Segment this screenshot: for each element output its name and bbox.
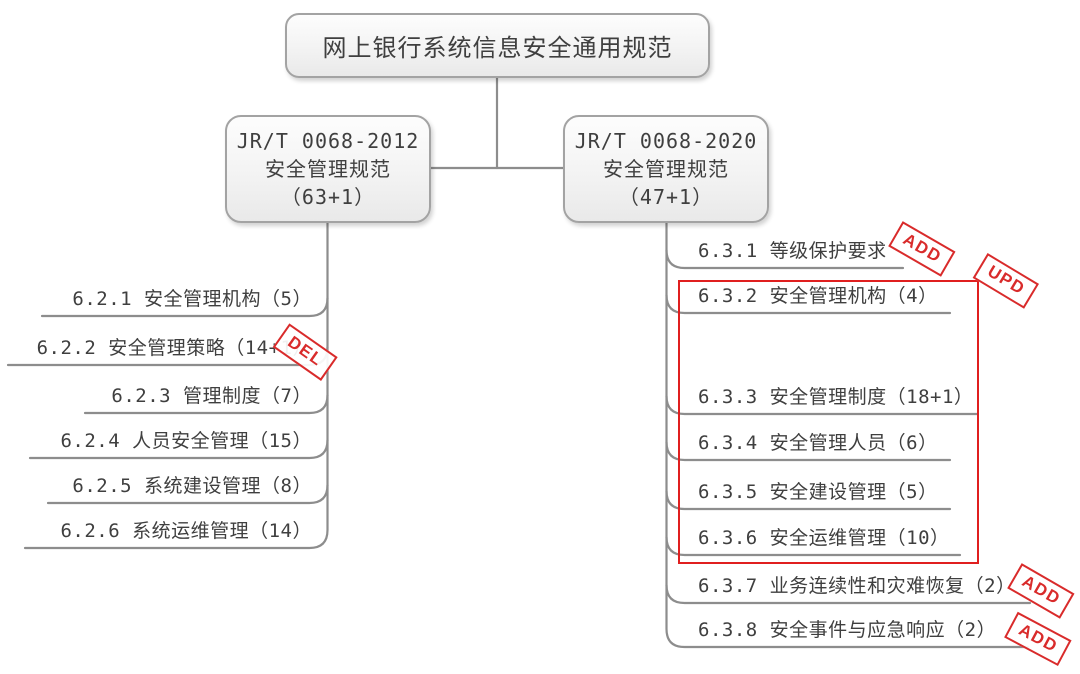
node-jrt-0068-2012: JR/T 0068-2012 安全管理规范 （63+1） [225, 115, 431, 223]
branch-item-6-2-2: 6.2.2 安全管理策略（14+1） [36, 337, 312, 359]
branch-item-6-3-3: 6.3.3 安全管理制度（18+1） [698, 386, 974, 408]
branch-item-6-3-8: 6.3.8 安全事件与应急响应（2） [698, 619, 997, 641]
branch-item-6-2-4: 6.2.4 人员安全管理（15） [60, 430, 312, 452]
left-trunk [23, 221, 329, 550]
branch-item-6-2-5: 6.2.5 系统建设管理（8） [72, 475, 312, 497]
branch-item-6-3-5: 6.3.5 安全建设管理（5） [698, 481, 938, 503]
branch-item-6-2-6: 6.2.6 系统运维管理（14） [60, 520, 312, 542]
node-title-line: JR/T 0068-2020 [574, 129, 758, 153]
node-title-line: JR/T 0068-2012 [236, 129, 420, 153]
right-trunk [665, 221, 1030, 649]
node-title-line: 安全管理规范 [265, 157, 391, 181]
root-node: 网上银行系统信息安全通用规范 [285, 13, 710, 78]
branch-item-6-3-2: 6.3.2 安全管理机构（4） [698, 285, 938, 307]
branch-item-6-3-7: 6.3.7 业务连续性和灾难恢复（2） [698, 575, 1016, 597]
node-title-line: 安全管理规范 [603, 157, 729, 181]
node-title-line: （47+1） [618, 185, 714, 209]
branch-item-6-3-4: 6.3.4 安全管理人员（6） [698, 432, 938, 454]
node-jrt-0068-2020: JR/T 0068-2020 安全管理规范 （47+1） [563, 115, 769, 223]
branch-item-6-3-1: 6.3.1 等级保护要求 [698, 240, 887, 262]
branch-item-6-3-6: 6.3.6 安全运维管理（10） [698, 527, 950, 549]
root-node-label: 网上银行系统信息安全通用规范 [322, 34, 673, 62]
branch-item-6-2-3: 6.2.3 管理制度（7） [111, 385, 312, 407]
node-title-line: （63+1） [280, 185, 376, 209]
branch-item-6-2-1: 6.2.1 安全管理机构（5） [72, 288, 312, 310]
updated-group-highlight-box [678, 280, 979, 564]
